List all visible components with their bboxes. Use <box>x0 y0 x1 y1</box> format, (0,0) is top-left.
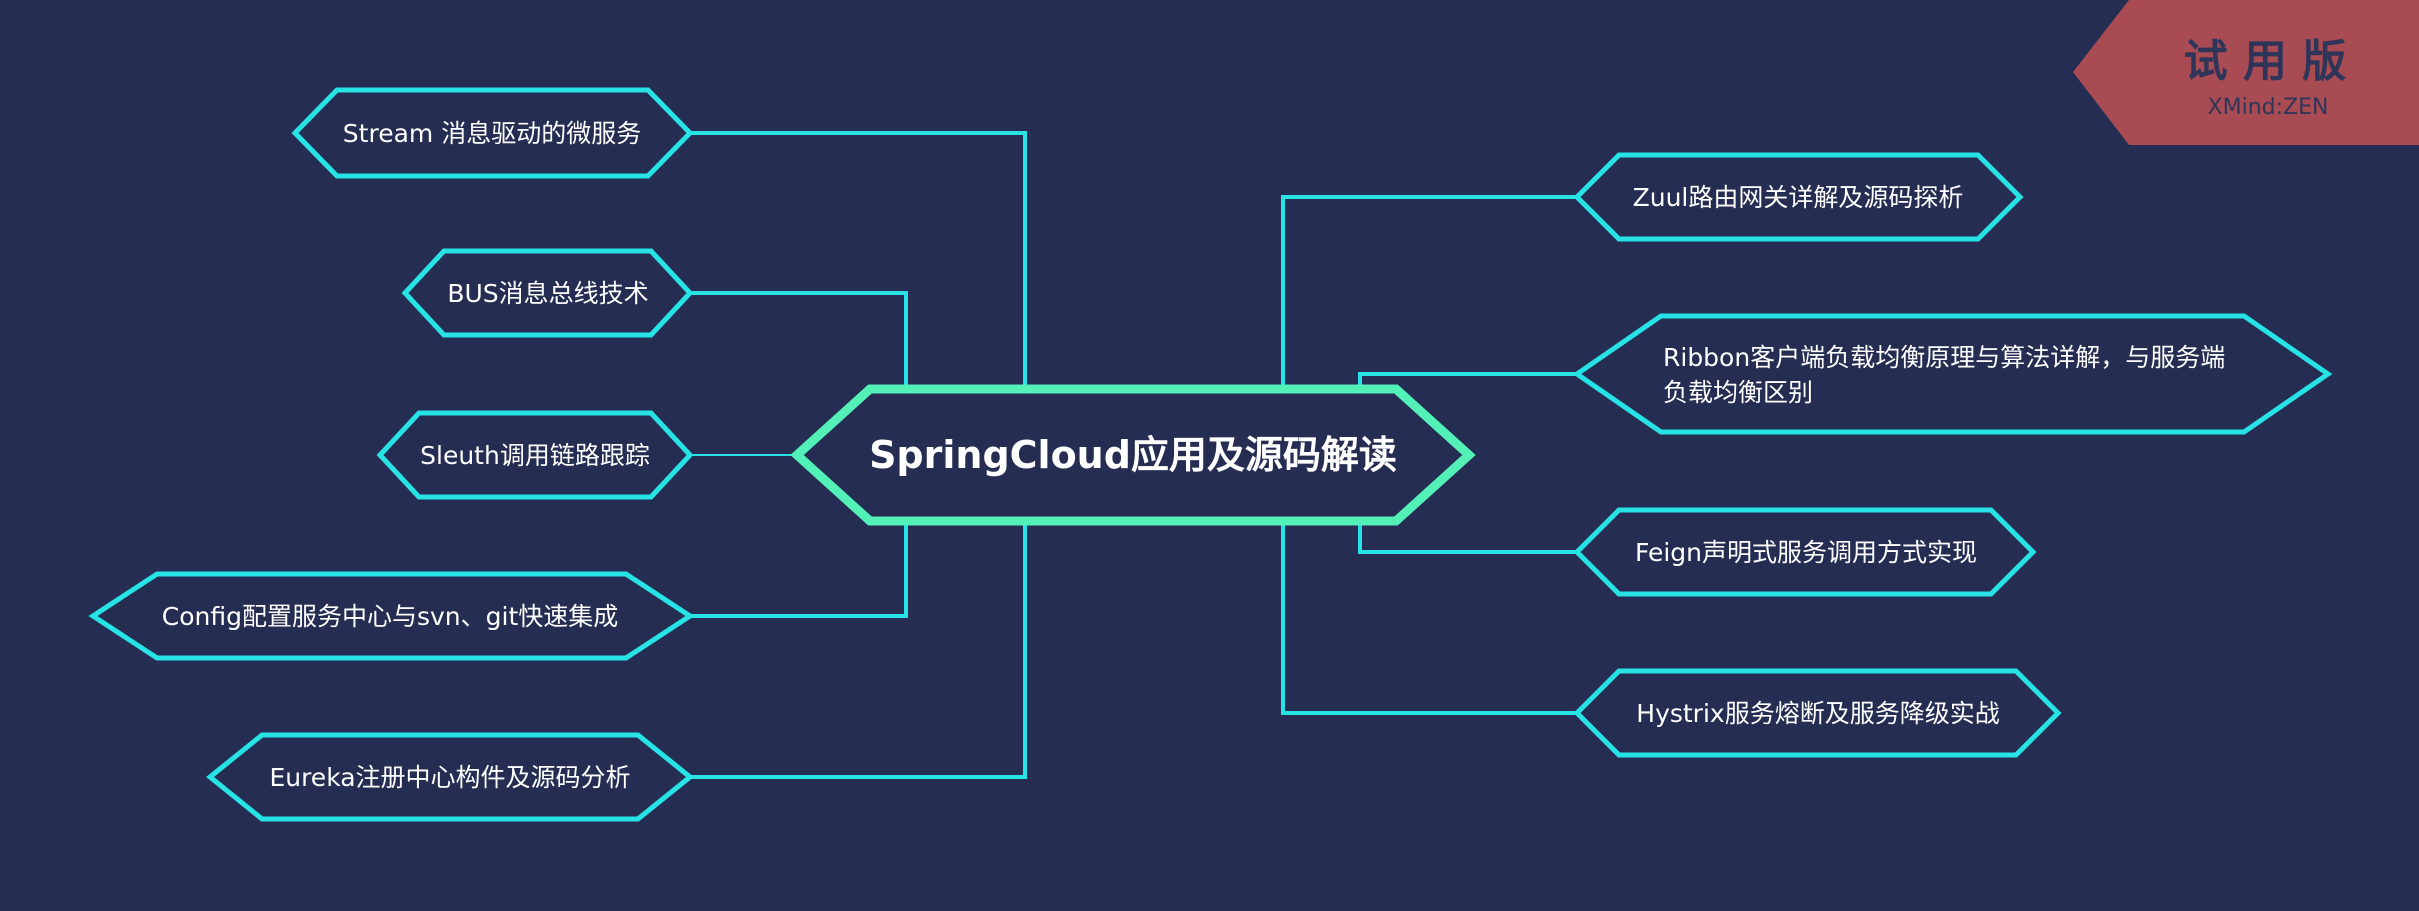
connectors <box>690 131 1577 779</box>
topic-feign[interactable]: Feign声明式服务调用方式实现 <box>1573 507 2037 597</box>
connector-hystrix <box>1281 525 1577 715</box>
connector-zuul <box>1281 195 1577 385</box>
topic-stream-shape <box>291 87 694 179</box>
topic-hystrix-label: Hystrix服务熔断及服务降级实战 <box>1636 699 1999 728</box>
topic-ribbon-label-line2: 负载均衡区别 <box>1663 378 1813 407</box>
topic-feign-shape <box>1573 507 2037 597</box>
watermark-banner <box>2073 0 2419 145</box>
topic-zuul[interactable]: Zuul路由网关详解及源码探析 <box>1573 152 2024 242</box>
topic-sleuth-label: Sleuth调用链路跟踪 <box>420 441 650 470</box>
right-topics: Zuul路由网关详解及源码探析 Ribbon客户端负载均衡原理与算法详解，与服务… <box>1572 152 2333 758</box>
root-topic-shape <box>790 384 1476 526</box>
topic-bus[interactable]: BUS消息总线技术 <box>401 248 694 338</box>
topic-hystrix-shape <box>1573 668 2062 758</box>
watermark-subtitle: XMind:ZEN <box>2208 95 2329 120</box>
topic-config-label: Config配置服务中心与svn、git快速集成 <box>162 602 619 631</box>
topic-config-shape <box>88 571 695 661</box>
topic-eureka-shape <box>206 732 694 822</box>
topic-ribbon[interactable]: Ribbon客户端负载均衡原理与算法详解，与服务端 负载均衡区别 <box>1572 313 2333 435</box>
topic-zuul-label: Zuul路由网关详解及源码探析 <box>1633 183 1964 212</box>
connector-config <box>690 525 908 618</box>
connector-eureka <box>690 525 1027 779</box>
topic-eureka-label: Eureka注册中心构件及源码分析 <box>269 763 630 792</box>
topic-hystrix[interactable]: Hystrix服务熔断及服务降级实战 <box>1573 668 2062 758</box>
topic-config[interactable]: Config配置服务中心与svn、git快速集成 <box>88 571 695 661</box>
topic-feign-label: Feign声明式服务调用方式实现 <box>1635 538 1977 567</box>
connector-feign <box>1358 525 1577 554</box>
trial-watermark: 试 用 版 XMind:ZEN <box>2073 0 2419 145</box>
connector-stream <box>690 131 1027 385</box>
root-topic-label: SpringCloud应用及源码解读 <box>869 433 1397 477</box>
topic-eureka[interactable]: Eureka注册中心构件及源码分析 <box>206 732 694 822</box>
topic-sleuth[interactable]: Sleuth调用链路跟踪 <box>376 410 694 500</box>
topic-stream-label: Stream 消息驱动的微服务 <box>343 119 641 148</box>
topic-ribbon-label-line1: Ribbon客户端负载均衡原理与算法详解，与服务端 <box>1663 343 2225 372</box>
connector-bus <box>690 291 908 385</box>
topic-stream[interactable]: Stream 消息驱动的微服务 <box>291 87 694 179</box>
left-topics: Stream 消息驱动的微服务 BUS消息总线技术 Sleuth调用链路跟踪 C… <box>88 87 695 822</box>
root-topic[interactable]: SpringCloud应用及源码解读 <box>790 384 1476 526</box>
topic-bus-shape <box>401 248 694 338</box>
watermark-title: 试 用 版 <box>2184 36 2347 87</box>
topic-sleuth-shape <box>376 410 694 500</box>
topic-ribbon-shape <box>1572 313 2333 435</box>
connector-ribbon <box>1358 372 1577 385</box>
topic-bus-label: BUS消息总线技术 <box>447 279 648 308</box>
topic-zuul-shape <box>1573 152 2024 242</box>
